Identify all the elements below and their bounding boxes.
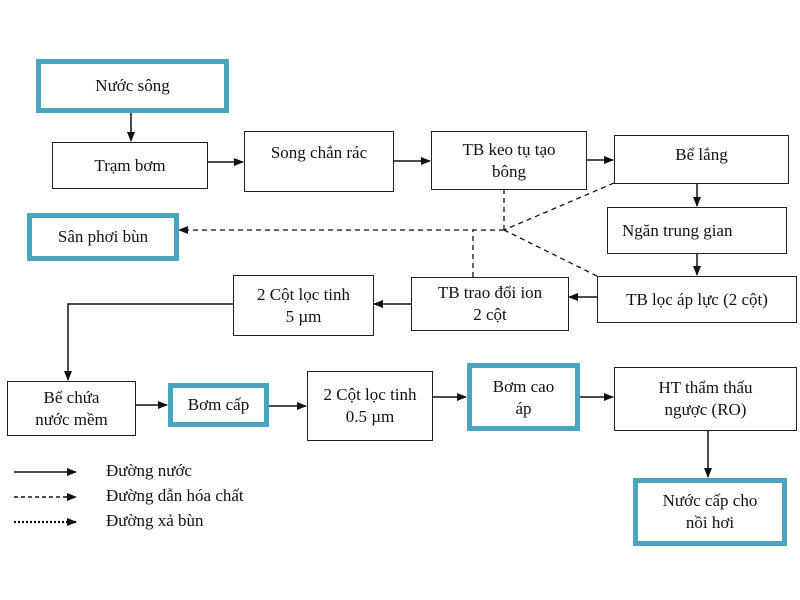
node-be-chua-nuoc-mem: Bể chứa nước mềm xyxy=(7,381,136,436)
node-tb-trao-doi-ion: TB trao đổi ion 2 cột xyxy=(411,277,569,331)
node-ht-tham-thau-nguoc: HT thẩm thấu ngược (RO) xyxy=(614,367,797,431)
node-bom-cao-ap: Bơm cao áp xyxy=(467,363,580,431)
legend-water-line-label: Đường nước xyxy=(106,461,192,480)
node-cot-loc-tinh-5um: 2 Cột lọc tinh 5 µm xyxy=(233,275,374,336)
legend-sludge-line-label: Đường xả bùn xyxy=(106,511,204,530)
node-be-lang: Bể lắng xyxy=(614,135,789,184)
node-san-phoi-bun-label: Sân phơi bùn xyxy=(32,218,174,256)
node-cot-loc-tinh-05um: 2 Cột lọc tinh 0.5 µm xyxy=(307,371,433,441)
edge-be-lang-junction xyxy=(503,182,615,231)
node-tb-loc-ap-luc: TB lọc áp lực (2 cột) xyxy=(597,276,797,323)
node-nuoc-song: Nước sông xyxy=(36,59,229,113)
node-nuoc-cap-noi-hoi-label: Nước cấp cho nồi hơi xyxy=(638,483,782,541)
node-tram-bom: Trạm bơm xyxy=(52,142,208,189)
node-tb-keo-tu-tao-bong: TB keo tụ tạo bông xyxy=(431,131,587,190)
node-san-phoi-bun: Sân phơi bùn xyxy=(27,213,179,261)
legend-chemical-line-label: Đường dẫn hóa chất xyxy=(106,486,244,505)
node-ngan-trung-gian: Ngăn trung gian xyxy=(607,207,787,254)
node-song-chan-rac: Song chắn rác xyxy=(244,131,394,192)
node-bom-cap: Bơm cấp xyxy=(168,383,269,427)
edge-cot-loc-5-be-chua xyxy=(64,303,233,381)
node-nuoc-song-label: Nước sông xyxy=(41,64,224,108)
node-bom-cap-label: Bơm cấp xyxy=(173,388,264,422)
node-bom-cao-ap-label: Bơm cao áp xyxy=(472,368,575,426)
edge-tb-loc-junction xyxy=(503,229,598,277)
node-nuoc-cap-noi-hoi: Nước cấp cho nồi hơi xyxy=(633,478,787,546)
